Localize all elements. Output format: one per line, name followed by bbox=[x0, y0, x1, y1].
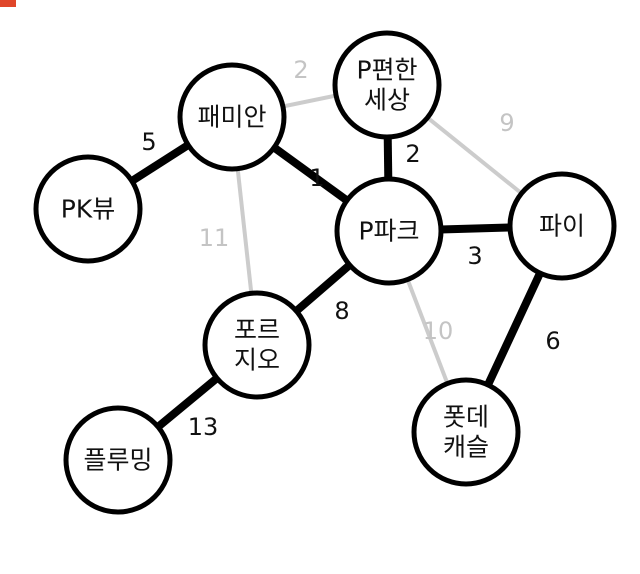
node-label-pixel_world: 세상 bbox=[364, 86, 410, 115]
edge-weight-pixel_world-pai: 9 bbox=[499, 109, 514, 137]
node-circle-family bbox=[177, 62, 287, 172]
edge-weight-family-forsio: 11 bbox=[199, 224, 230, 252]
edge-weight-ppark-pai: 3 bbox=[467, 242, 482, 270]
edge-weight-family-pkview: 5 bbox=[141, 128, 156, 156]
edge-weight-family-ppark: 1 bbox=[309, 164, 324, 192]
node-circle-pixel_world bbox=[332, 30, 442, 140]
node-circle-ppark bbox=[334, 176, 444, 286]
node-label-forsio: 포르 bbox=[234, 316, 280, 345]
accent-mark bbox=[0, 0, 16, 7]
edge-weight-ppark-potde: 10 bbox=[423, 317, 454, 345]
edge-weight-pai-potde: 6 bbox=[545, 327, 560, 355]
edge-weight-ppark-forsio: 8 bbox=[334, 297, 349, 325]
node-label-potde: 폿데 bbox=[443, 403, 489, 432]
node-circle-pkview bbox=[33, 154, 143, 264]
node-pai: 파이 bbox=[507, 171, 617, 281]
node-pkview: PK뷰 bbox=[33, 154, 143, 264]
node-label-pkview: PK뷰 bbox=[61, 195, 115, 224]
edge-weight-family-pixel_world: 2 bbox=[293, 56, 308, 84]
edge-weight-forsio-pruming: 13 bbox=[188, 413, 219, 441]
node-ppark: P파크 bbox=[334, 176, 444, 286]
node-label-pixel_world: P편한 bbox=[356, 56, 417, 85]
node-label-pai: 파이 bbox=[539, 212, 585, 241]
node-pruming: 플루밍 bbox=[63, 405, 173, 515]
node-circle-potde bbox=[411, 377, 521, 487]
node-label-ppark: P파크 bbox=[358, 217, 419, 246]
node-label-family: 패미안 bbox=[197, 103, 266, 132]
edge-weight-pixel_world-ppark: 2 bbox=[405, 140, 420, 168]
node-family: 패미안 bbox=[177, 62, 287, 172]
node-label-forsio: 지오 bbox=[234, 346, 280, 375]
node-circle-pruming bbox=[63, 405, 173, 515]
node-circle-forsio bbox=[202, 290, 312, 400]
node-label-potde: 캐슬 bbox=[443, 433, 489, 462]
node-circle-pai bbox=[507, 171, 617, 281]
node-label-pruming: 플루밍 bbox=[83, 446, 152, 475]
